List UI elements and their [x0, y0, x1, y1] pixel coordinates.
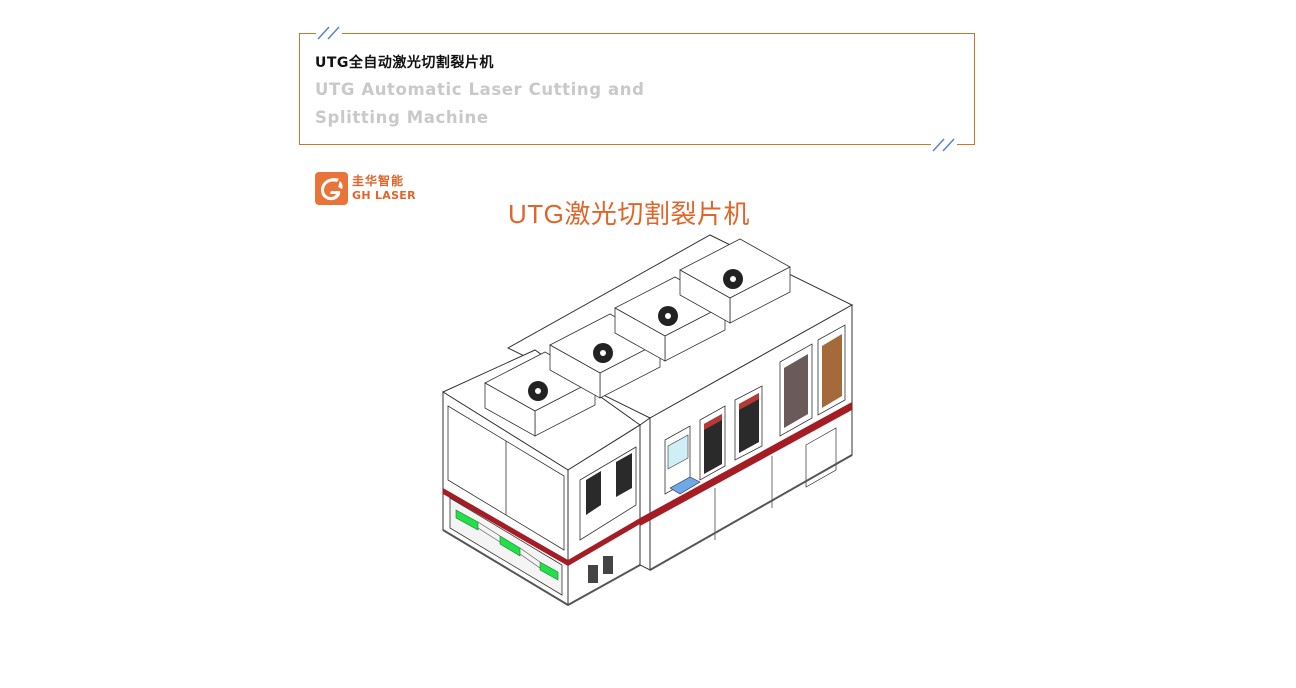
double-slash-icon: [316, 26, 342, 40]
title-frame: [299, 33, 975, 145]
brand-logo: 圭华智能 GH LASER: [315, 172, 416, 205]
gh-laser-logo-icon: [315, 172, 348, 205]
section-title-en: UTG Automatic Laser Cutting and Splittin…: [315, 76, 715, 132]
section-title-cn: UTG全自动激光切割裂片机: [315, 55, 494, 71]
section-title-en-line1: UTG Automatic Laser Cutting and: [315, 80, 645, 99]
machine-illustration: [441, 234, 854, 606]
brand-name-en: GH LASER: [352, 189, 416, 202]
double-slash-icon: [931, 138, 957, 152]
brand-name-cn: 圭华智能: [352, 174, 405, 188]
machine-title: UTG激光切割裂片机: [508, 199, 750, 229]
brand-text: 圭华智能 GH LASER: [352, 174, 416, 203]
section-title-en-line2: Splitting Machine: [315, 108, 489, 127]
